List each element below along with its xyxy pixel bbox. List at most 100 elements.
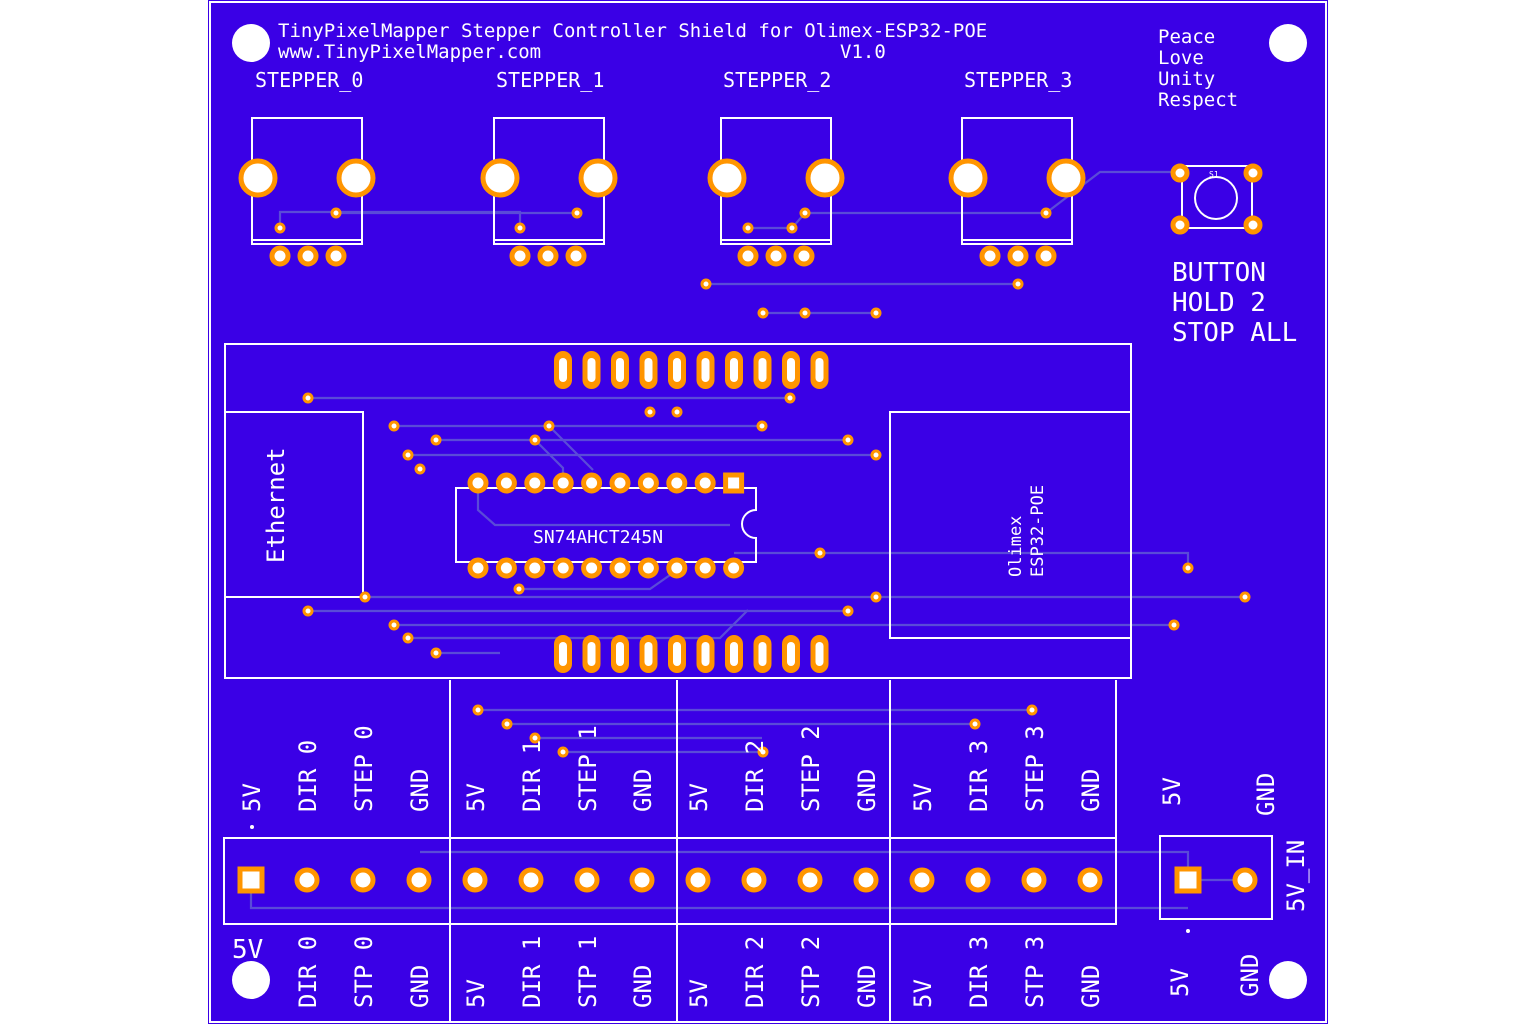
via bbox=[1040, 207, 1052, 219]
via bbox=[756, 420, 768, 432]
button-pad bbox=[1170, 163, 1190, 183]
via bbox=[571, 207, 583, 219]
motto-line-4: Respect bbox=[1158, 89, 1238, 111]
vias bbox=[302, 278, 1251, 758]
board-url: www.TinyPixelMapper.com bbox=[278, 41, 541, 63]
ic-sn74ahct245n: SN74AHCT245N bbox=[455, 472, 757, 579]
mount-pad bbox=[805, 158, 845, 198]
terminal-label-top: DIR 0 bbox=[294, 740, 322, 812]
power-bottom-gnd: GND bbox=[1236, 954, 1264, 997]
pin-pad bbox=[269, 245, 291, 267]
terminal-label-top: 5V bbox=[685, 783, 713, 812]
via bbox=[842, 605, 854, 617]
motto-line-2: Love bbox=[1158, 47, 1204, 69]
pin-pad bbox=[979, 245, 1001, 267]
via bbox=[543, 420, 555, 432]
via bbox=[388, 619, 400, 631]
terminal-label-bottom: GND bbox=[629, 965, 657, 1008]
header-pad-hole bbox=[616, 358, 624, 382]
via bbox=[671, 406, 683, 418]
button-pad bbox=[1243, 215, 1263, 235]
header-pad-hole bbox=[730, 642, 738, 666]
ethernet-label: Ethernet bbox=[262, 447, 290, 563]
terminal-blocks bbox=[223, 680, 1117, 1022]
header-pad-hole bbox=[787, 358, 795, 382]
ic-pin bbox=[723, 557, 745, 579]
via bbox=[430, 647, 442, 659]
terminal-pad bbox=[797, 867, 823, 893]
via bbox=[557, 746, 569, 758]
header-pad-hole bbox=[758, 358, 767, 382]
esp32-label-line2: ESP32-POE bbox=[1028, 485, 1048, 577]
pin-pad bbox=[793, 245, 815, 267]
mounting-hole-br bbox=[1269, 961, 1307, 999]
terminal-pad bbox=[629, 867, 655, 893]
pin-pad bbox=[1035, 245, 1057, 267]
terminal-label-bottom: STP 1 bbox=[574, 936, 602, 1008]
ic-pin bbox=[552, 557, 574, 579]
via bbox=[644, 406, 656, 418]
via bbox=[799, 207, 811, 219]
via bbox=[814, 547, 826, 559]
stepper-label: STEPPER_3 bbox=[964, 68, 1072, 92]
via bbox=[969, 718, 981, 730]
header-pad-hole bbox=[815, 642, 824, 666]
via bbox=[402, 449, 414, 461]
power-ref: 5V_IN bbox=[1282, 840, 1310, 912]
button-pad bbox=[1170, 215, 1190, 235]
via bbox=[330, 207, 342, 219]
stepper-label: STEPPER_0 bbox=[255, 68, 363, 92]
terminal-label-bottom: DIR 3 bbox=[965, 936, 993, 1008]
via bbox=[1239, 591, 1251, 603]
pin1-dot bbox=[1186, 929, 1190, 933]
mounting-hole-tl bbox=[232, 24, 270, 62]
esp32-header-bottom bbox=[554, 635, 829, 673]
terminal-label-bottom: 5V bbox=[232, 935, 263, 965]
ic-pin bbox=[609, 557, 631, 579]
mount-pad bbox=[1046, 158, 1086, 198]
ic-pin bbox=[666, 557, 688, 579]
via bbox=[742, 222, 754, 234]
mounting-hole-bl bbox=[232, 961, 270, 999]
ic-pin bbox=[524, 557, 546, 579]
ic-pin bbox=[694, 472, 716, 494]
header-pad-hole bbox=[701, 358, 710, 382]
terminal-label-bottom: STP 0 bbox=[350, 936, 378, 1008]
header-pad-hole bbox=[644, 358, 653, 382]
terminal-label-top: 5V bbox=[462, 783, 490, 812]
via bbox=[799, 307, 811, 319]
via bbox=[757, 746, 769, 758]
via bbox=[784, 392, 796, 404]
terminal-label-bottom: GND bbox=[406, 965, 434, 1008]
via bbox=[870, 449, 882, 461]
power-top-gnd: GND bbox=[1252, 773, 1280, 816]
terminal-label-top: DIR 1 bbox=[518, 740, 546, 812]
via bbox=[472, 704, 484, 716]
stepper-label: STEPPER_2 bbox=[723, 68, 831, 92]
terminal-pad bbox=[741, 867, 767, 893]
terminal-label-top: DIR 3 bbox=[965, 740, 993, 812]
header-pad-hole bbox=[559, 642, 567, 666]
terminal-label-bottom: STP 3 bbox=[1021, 936, 1049, 1008]
terminal-label-top: STEP 3 bbox=[1021, 725, 1049, 812]
ic-pin bbox=[524, 472, 546, 494]
via bbox=[501, 718, 513, 730]
header-pad-hole bbox=[587, 358, 596, 382]
ic-pin bbox=[694, 557, 716, 579]
terminal-label-top: STEP 2 bbox=[797, 725, 825, 812]
mount-pad bbox=[238, 158, 278, 198]
ic-pin bbox=[495, 557, 517, 579]
terminal-label-bottom: 5V bbox=[909, 979, 937, 1008]
ic-pin bbox=[609, 472, 631, 494]
via bbox=[388, 420, 400, 432]
via bbox=[700, 278, 712, 290]
via bbox=[302, 605, 314, 617]
pin-pad bbox=[765, 245, 787, 267]
header-pad-hole bbox=[758, 642, 767, 666]
terminal-label-bottom: DIR 0 bbox=[294, 936, 322, 1008]
ic-pin bbox=[581, 557, 603, 579]
ic-pin bbox=[637, 557, 659, 579]
mount-pad bbox=[480, 158, 520, 198]
terminal-label-top: 5V bbox=[238, 783, 266, 812]
